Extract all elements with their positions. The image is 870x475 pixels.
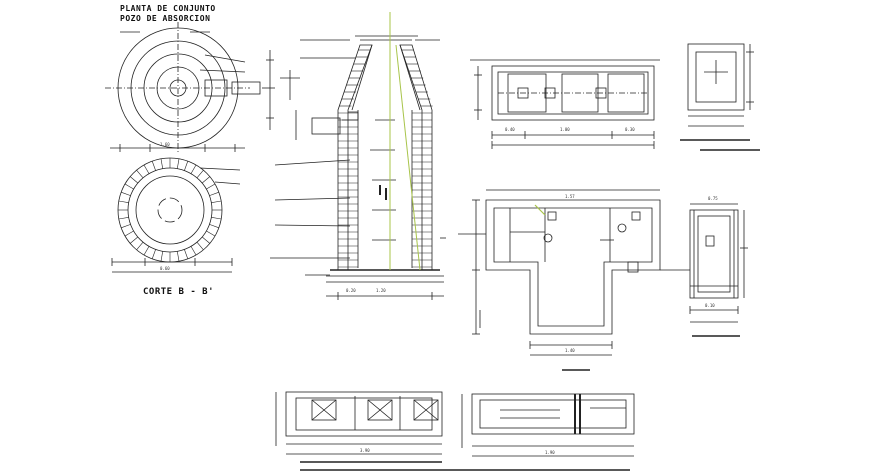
brick-joint xyxy=(184,249,189,260)
brick-joint xyxy=(136,170,144,178)
dim-label: 1.00 xyxy=(560,127,570,132)
brick-joint xyxy=(209,224,220,229)
tank-plan-marker xyxy=(534,204,546,216)
brick-joint xyxy=(124,183,134,190)
dim-label: 1.57 xyxy=(565,194,575,199)
dimension-labels: 1.60 0.60 1.20 0.20 1.00 0.40 0.30 1.40 … xyxy=(160,127,718,455)
well-section xyxy=(270,35,446,300)
brick-joint xyxy=(211,217,222,220)
dim-label: 1.20 xyxy=(376,288,386,293)
long-section-a xyxy=(275,391,443,463)
lid-detail xyxy=(680,43,760,151)
dim-label: 0.30 xyxy=(625,127,635,132)
brick-joint xyxy=(120,224,131,229)
section-label: CORTE B - B' xyxy=(143,287,215,297)
brick-joint xyxy=(130,176,138,184)
brick-joint xyxy=(136,242,144,250)
absorption-well-plan xyxy=(105,22,275,152)
tank-floor-plan xyxy=(458,189,690,371)
brick-joint xyxy=(143,246,150,256)
dim-label: 1.60 xyxy=(160,142,170,147)
drawing-title-line1: PLANTA DE CONJUNTO xyxy=(120,4,216,13)
dim-label: 3.90 xyxy=(360,448,370,453)
brick-joint xyxy=(124,230,134,237)
dim-label: 0.40 xyxy=(505,127,515,132)
long-section-b xyxy=(300,393,635,471)
brick-joint xyxy=(202,236,210,244)
brick-joint xyxy=(160,158,163,169)
brick-joint xyxy=(177,158,180,169)
brick-joint xyxy=(177,251,180,262)
dim-label: 0.60 xyxy=(160,266,170,271)
brick-joint xyxy=(206,230,216,237)
dim-label: 0.75 xyxy=(708,196,718,201)
dim-label: 1.90 xyxy=(545,450,555,455)
brick-joint xyxy=(130,236,138,244)
brick-joint xyxy=(118,200,129,203)
brick-joint xyxy=(151,249,156,260)
brick-ring-detail xyxy=(111,157,241,273)
dim-label: 0.20 xyxy=(346,288,356,293)
brick-joint xyxy=(120,191,131,196)
brick-joint xyxy=(118,217,129,220)
drawing-title-line2: POZO DE ABSORCION xyxy=(120,14,211,23)
dim-label: 0.10 xyxy=(705,303,715,308)
brick-joint xyxy=(209,191,220,196)
brick-joint xyxy=(190,246,197,256)
brick-joint xyxy=(184,160,189,171)
brick-joint xyxy=(143,164,150,174)
brick-joint xyxy=(196,170,204,178)
well-section-center-line xyxy=(389,12,421,271)
chamber-elevation xyxy=(689,203,748,337)
brick-joint xyxy=(206,183,216,190)
brick-joint xyxy=(151,160,156,171)
dim-label: 1.40 xyxy=(565,348,575,353)
brick-joint xyxy=(202,176,210,184)
septic-tank-plan xyxy=(470,59,660,149)
brick-joint xyxy=(211,200,222,203)
brick-joint xyxy=(190,164,197,174)
brick-joint xyxy=(196,242,204,250)
brick-joint xyxy=(160,251,163,262)
